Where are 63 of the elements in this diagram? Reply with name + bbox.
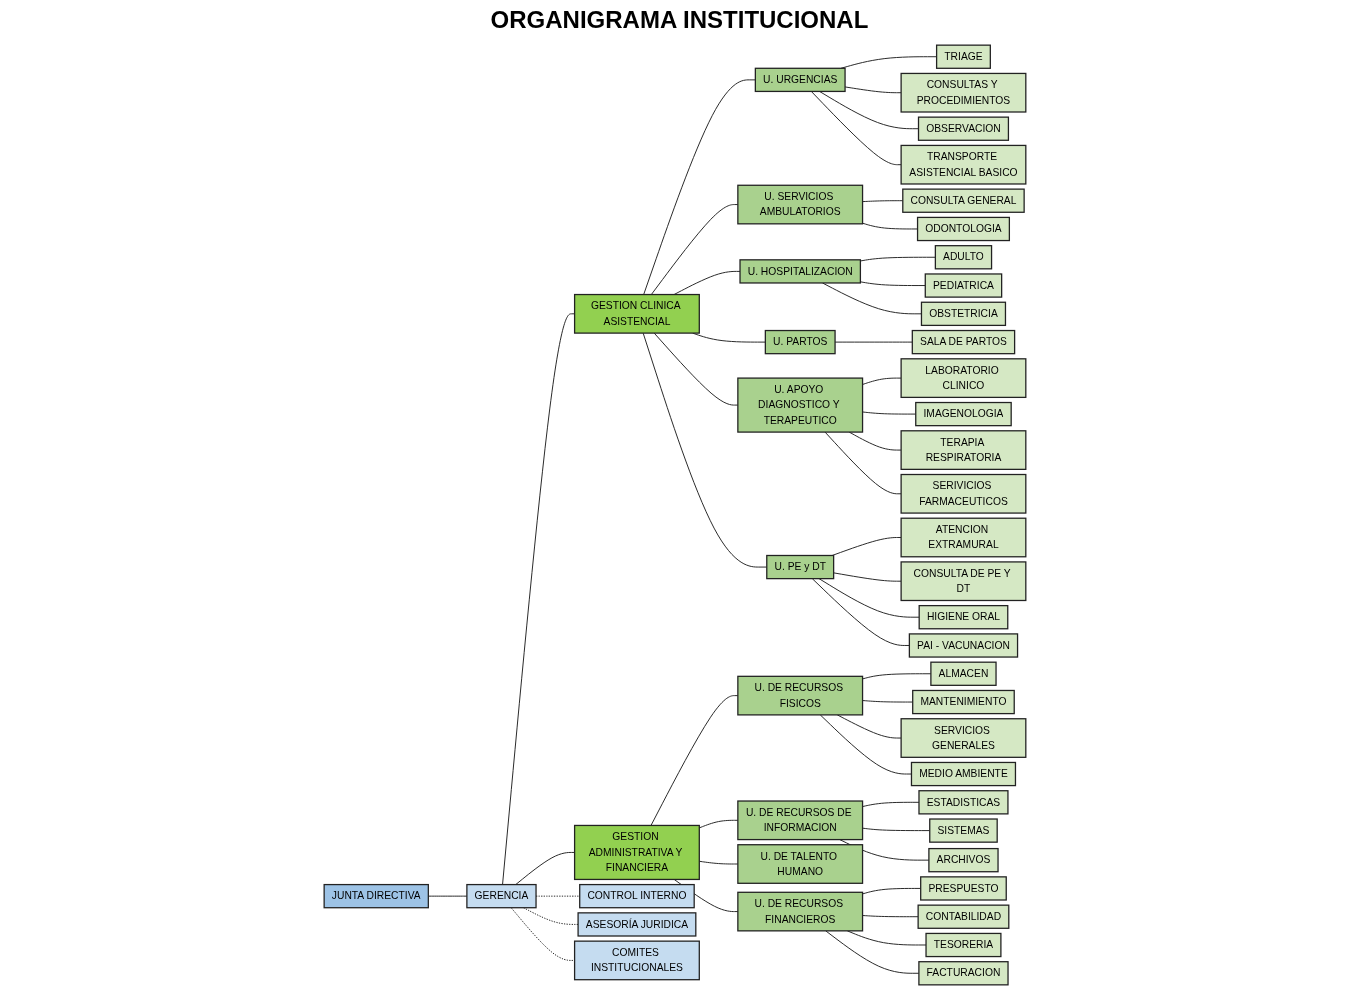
connector xyxy=(824,930,919,974)
node-box: SERVICIOS GENERALES xyxy=(900,718,1026,758)
connector xyxy=(698,860,738,865)
node-box: ARCHIVOS xyxy=(927,847,999,873)
connector xyxy=(650,204,738,296)
node-box: U. APOYO DIAGNOSTICO Y TERAPEUTICO xyxy=(736,377,863,433)
connector xyxy=(427,895,467,897)
node-box: ODONTOLOGIA xyxy=(916,216,1010,242)
node-box: ALMACEN xyxy=(929,661,997,686)
node-box: U. PARTOS xyxy=(764,329,836,355)
connector xyxy=(510,907,575,961)
node-box: CONSULTA DE PE Y DT xyxy=(900,561,1026,602)
node-box: MANTENIMIENTO xyxy=(911,689,1015,715)
node-box: PEDIATRICA xyxy=(924,273,1002,298)
node-box: TRIAGE xyxy=(935,44,991,69)
node-box: ADULTO xyxy=(934,245,992,270)
node-box: ATENCION EXTRAMURAL xyxy=(900,517,1026,558)
node-box: U. PE y DT xyxy=(765,554,834,580)
node-box: TESORERIA xyxy=(924,932,1002,958)
node-box: U. DE RECURSOS DE INFORMACION xyxy=(736,800,863,841)
node-box: PAI - VACUNACION xyxy=(908,633,1018,658)
node-box: PRESPUESTO xyxy=(919,876,1007,901)
node-box: OBSTETRICIA xyxy=(920,301,1006,327)
node-box: CONSULTA GENERAL xyxy=(901,188,1025,213)
node-box: SISTEMAS xyxy=(928,818,998,843)
node-box: CONTROL INTERNO xyxy=(578,883,695,909)
connector xyxy=(501,313,575,886)
node-box: U. DE RECURSOS FISICOS xyxy=(736,675,863,716)
node-box: U. DE RECURSOS FINANCIEROS xyxy=(736,891,863,932)
connector xyxy=(642,332,767,568)
node-box: CONTABILIDAD xyxy=(917,904,1009,929)
node-box: U. HOSPITALIZACION xyxy=(738,259,861,284)
node-box: JUNTA DIRECTIVA xyxy=(323,883,429,909)
node-box: TERAPIA RESPIRATORIA xyxy=(900,430,1026,470)
node-box: U. DE TALENTO HUMANO xyxy=(736,844,863,884)
node-box: FACTURACION xyxy=(917,961,1009,986)
node-box: LABORATORIO CLINICO xyxy=(900,358,1026,399)
node-box: MEDIO AMBIENTE xyxy=(910,761,1016,787)
connector xyxy=(514,851,575,886)
node-box: GESTION ADMINISTRATIVA Y FINANCIERA xyxy=(573,824,700,881)
node-box: HIGIENE ORAL xyxy=(918,605,1008,630)
node-box: GESTION CLINICA ASISTENCIAL xyxy=(573,293,700,334)
node-box: GERENCIA xyxy=(465,883,537,909)
connector xyxy=(861,673,931,680)
diagram-title: ORGANIGRAMA INSTITUCIONAL xyxy=(489,6,870,34)
connector xyxy=(673,270,740,296)
connector xyxy=(818,90,919,130)
connector xyxy=(650,695,738,826)
node-box: U. SERVICIOS AMBULATORIOS xyxy=(736,184,863,225)
node-box: U. URGENCIAS xyxy=(754,67,846,93)
connector xyxy=(653,332,738,406)
node-box: ASESORÍA JURIDICA xyxy=(576,912,696,937)
node-box: OBSERVACION xyxy=(917,116,1009,141)
node-box: CONSULTAS Y PROCEDIMIENTOS xyxy=(900,72,1026,113)
connector xyxy=(698,819,738,829)
node-box: COMITES INSTITUCIONALES xyxy=(573,940,700,981)
node-box: SERIVICIOS FARMACEUTICOS xyxy=(900,473,1026,514)
connector xyxy=(861,887,921,895)
connector xyxy=(861,222,918,230)
node-box: TRANSPORTE ASISTENCIAL BASICO xyxy=(900,144,1026,185)
node-box: ESTADISTICAS xyxy=(917,790,1009,815)
node-box: SALA DE PARTOS xyxy=(911,329,1015,355)
node-box: IMAGENOLOGIA xyxy=(914,401,1012,427)
